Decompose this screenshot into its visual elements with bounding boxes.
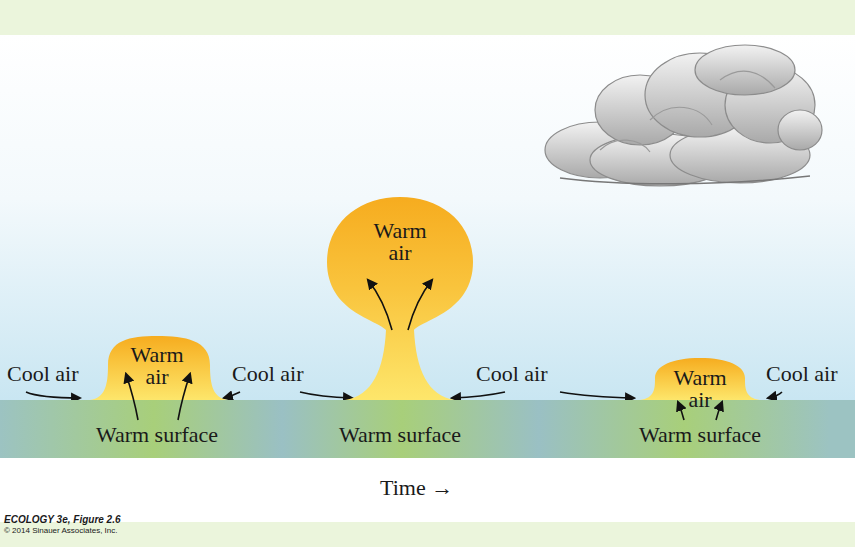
plume-label: Warm air bbox=[117, 344, 197, 388]
cool-air-label: Cool air bbox=[232, 363, 304, 385]
time-axis-label: Time → bbox=[380, 477, 453, 499]
sky bbox=[0, 35, 855, 400]
warm-air-plume: Warm air bbox=[325, 195, 475, 402]
white-band bbox=[0, 458, 855, 522]
bottom-band bbox=[0, 522, 855, 547]
cool-air-label: Cool air bbox=[476, 363, 548, 385]
plume-label: Warm air bbox=[660, 367, 740, 411]
warm-air-plume: Warm air bbox=[638, 356, 762, 402]
cool-air-label: Cool air bbox=[7, 363, 79, 385]
ground-band: Warm surface Warm surface Warm surface bbox=[0, 400, 855, 458]
surface-label: Warm surface bbox=[639, 424, 761, 446]
cloud bbox=[545, 45, 822, 186]
top-band bbox=[0, 0, 855, 35]
copyright-note: © 2014 Sinauer Associates, Inc. bbox=[4, 526, 118, 536]
warm-air-plume: Warm air bbox=[88, 334, 230, 402]
figure-credit: ECOLOGY 3e, Figure 2.6 bbox=[4, 514, 121, 526]
surface-label: Warm surface bbox=[339, 424, 461, 446]
plume-label: Warm air bbox=[360, 220, 440, 264]
surface-label: Warm surface bbox=[96, 424, 218, 446]
cool-air-label: Cool air bbox=[766, 363, 838, 385]
